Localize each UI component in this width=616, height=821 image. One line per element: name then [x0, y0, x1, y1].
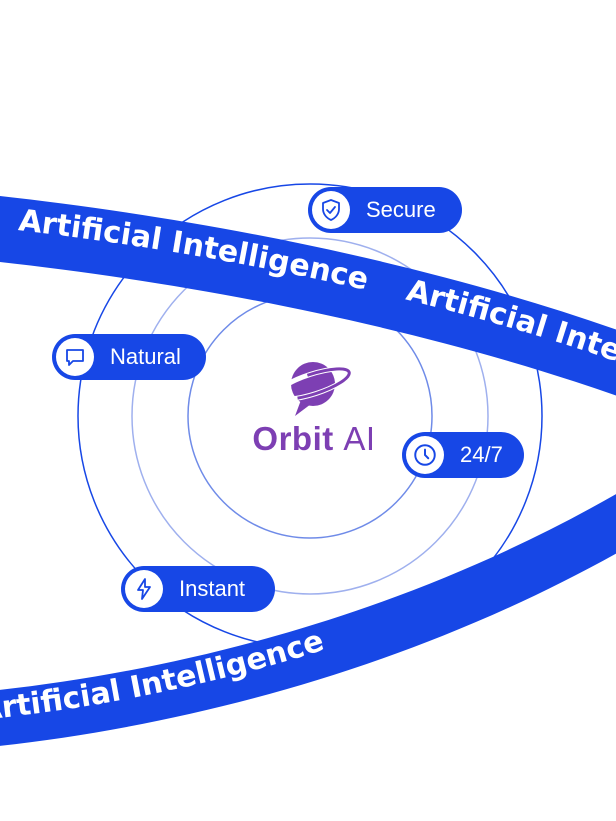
orbit-ai-logo: Orbit AI: [249, 354, 379, 464]
brand-name-light: AI: [343, 420, 376, 457]
badge-247: 24/7: [402, 432, 524, 478]
ribbon-top-text-2: Artificial Intelligence: [0, 0, 616, 376]
ribbon-bottom: [0, 494, 616, 746]
badge-instant-label: Instant: [179, 576, 246, 601]
badge-secure: Secure: [308, 187, 462, 233]
clock-icon: [406, 436, 444, 474]
badge-natural-label: Natural: [110, 344, 181, 369]
brand-name-bold: Orbit: [252, 420, 334, 457]
brand-name: Orbit AI: [249, 420, 379, 458]
orbit-ring-middle: [131, 237, 489, 595]
chat-bubble-icon: [56, 338, 94, 376]
shield-check-icon: [312, 191, 350, 229]
ribbon-top: [0, 196, 616, 396]
lightning-icon: [125, 570, 163, 608]
badge-247-label: 24/7: [460, 442, 503, 467]
logo-mark-icon: [274, 362, 352, 416]
badge-natural: Natural: [52, 334, 206, 380]
badge-instant: Instant: [121, 566, 275, 612]
badge-secure-label: Secure: [366, 197, 436, 222]
